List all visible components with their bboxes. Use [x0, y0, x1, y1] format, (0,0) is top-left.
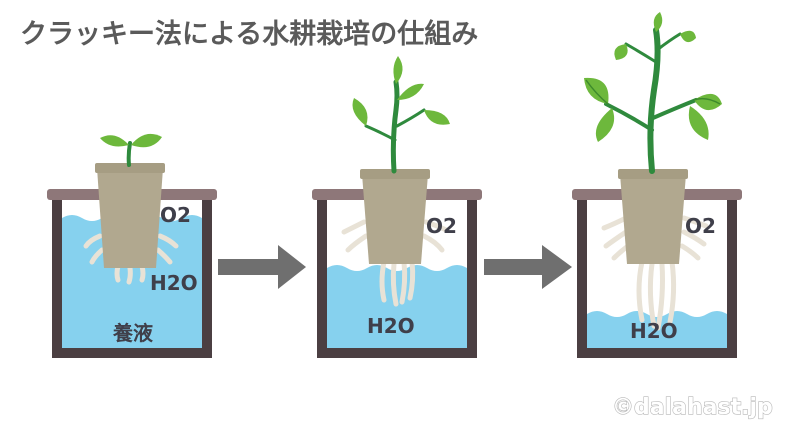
stage-2-pot-rim — [360, 169, 430, 179]
stage-3-group: O2 H2O — [572, 12, 742, 358]
stage-1-seedling — [100, 133, 162, 167]
stage-2-group: O2 H2O — [312, 56, 482, 358]
stage-3-pot — [620, 174, 686, 264]
stage-1-solution-label: 養液 — [112, 321, 154, 345]
stage-2-plant — [352, 56, 450, 174]
arrow-2 — [484, 245, 572, 289]
stage-2-roots — [341, 219, 449, 307]
stage-3-pot-rim — [618, 169, 688, 179]
stage-1-h2o-label: H2O — [150, 271, 198, 295]
stage-3-plant — [584, 12, 722, 174]
stage-2-pot — [362, 174, 428, 264]
stage-1-o2-label: O2 — [160, 203, 191, 227]
stage-3-o2-label: O2 — [685, 214, 716, 238]
stage-1-pot-rim — [95, 163, 165, 173]
stage-1-water — [62, 215, 202, 348]
arrow-1 — [218, 245, 306, 289]
stage-2-h2o-label: H2O — [367, 314, 415, 338]
stage-3-roots — [601, 215, 709, 331]
stage-3-h2o-label: H2O — [630, 319, 678, 343]
copyright-text: ©dalahast.jp — [612, 395, 773, 420]
diagram-title: クラッキー法による水耕栽培の仕組み — [20, 18, 478, 50]
stage-2-o2-label: O2 — [426, 214, 457, 238]
stage-2-water — [327, 265, 467, 348]
stage-1-group: O2 H2O 養液 — [47, 133, 217, 358]
stage-1-pot — [97, 168, 163, 268]
